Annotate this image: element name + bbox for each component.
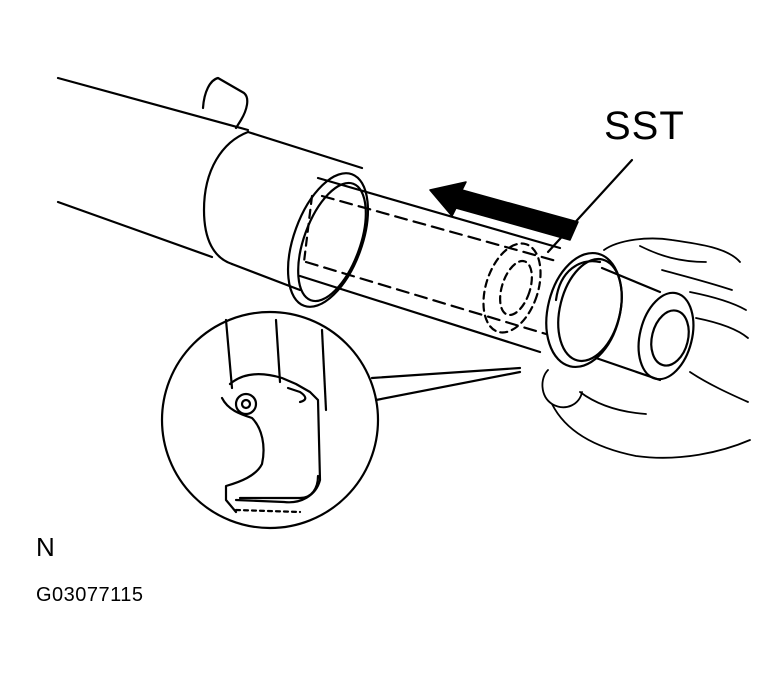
outer-sleeve <box>204 132 384 317</box>
detail-circle <box>162 312 378 528</box>
view-letter: N <box>36 532 55 562</box>
hand-upper <box>604 238 748 338</box>
direction-arrow <box>430 182 578 240</box>
column-tab <box>203 78 247 128</box>
hand-lower <box>542 370 750 458</box>
figure-code: G03077115 <box>36 584 144 606</box>
sst-leader-line <box>548 160 632 252</box>
column-body <box>58 78 248 257</box>
hidden-hole <box>473 236 551 340</box>
callout-leader <box>372 368 520 400</box>
sst-label: SST <box>604 104 685 148</box>
inner-shaft <box>300 178 560 352</box>
sst-tool <box>535 245 702 385</box>
